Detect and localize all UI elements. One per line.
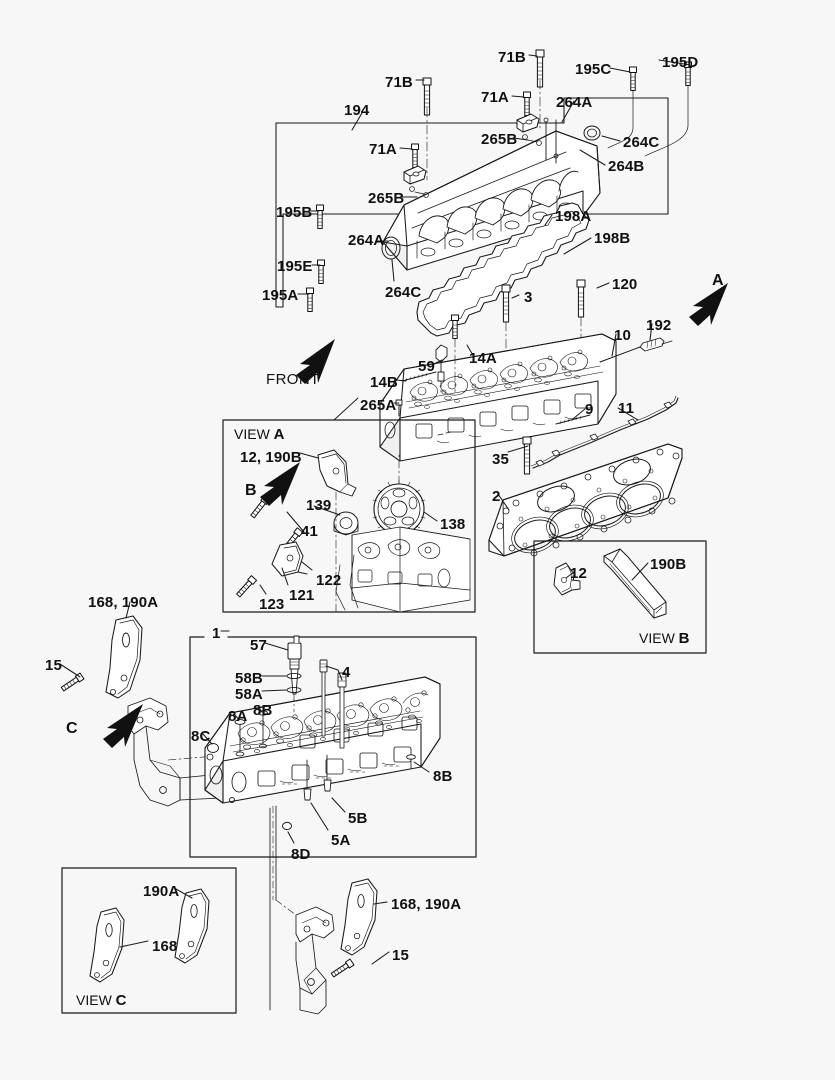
view-c-tag-label: VIEW <box>76 992 112 1008</box>
part-callout-265b[interactable]: 265B <box>368 190 405 207</box>
part-callout-71b[interactable]: 71B <box>498 49 526 66</box>
part-callout-168--190a[interactable]: 168, 190A <box>391 896 462 913</box>
part-callout-195a[interactable]: 195A <box>262 287 299 304</box>
part-callout-1[interactable]: 1 <box>212 625 221 642</box>
arrow-letter-a: A <box>712 272 724 289</box>
part-callout-120[interactable]: 120 <box>612 276 638 293</box>
part-callout-57[interactable]: 57 <box>250 637 267 654</box>
view-c-tag: VIEW C <box>76 992 127 1009</box>
part-callout-14a[interactable]: 14A <box>469 350 497 367</box>
part-callout-192[interactable]: 192 <box>646 317 672 334</box>
part-callout-71a[interactable]: 71A <box>481 89 509 106</box>
part-callout-198b[interactable]: 198B <box>594 230 631 247</box>
part-callout-195b[interactable]: 195B <box>276 204 313 221</box>
part-callout-59[interactable]: 59 <box>418 358 435 375</box>
part-callout-12--190b[interactable]: 12, 190B <box>240 449 302 466</box>
part-callout-10[interactable]: 10 <box>614 327 631 344</box>
part-callout-8b[interactable]: 8B <box>253 702 273 719</box>
part-callout-71a[interactable]: 71A <box>369 141 397 158</box>
part-callout-194[interactable]: 194 <box>344 102 370 119</box>
view-b-tag: VIEW B <box>639 630 690 647</box>
part-callout-195c[interactable]: 195C <box>575 61 612 78</box>
part-callout-139[interactable]: 139 <box>306 497 332 514</box>
part-callout-15[interactable]: 15 <box>45 657 62 674</box>
part-callout-264a[interactable]: 264A <box>348 232 385 249</box>
view-b-tag-label: VIEW <box>639 630 675 646</box>
view-b-tag-letter: B <box>678 630 690 647</box>
part-callout-9[interactable]: 9 <box>585 401 594 418</box>
part-callout-8b[interactable]: 8B <box>433 768 453 785</box>
part-callout-265a[interactable]: 265A <box>360 397 397 414</box>
arrow-letter-c: C <box>66 720 78 737</box>
part-callout-2[interactable]: 2 <box>492 488 501 505</box>
part-callout-58b[interactable]: 58B <box>235 670 263 687</box>
view-c-tag-letter: C <box>115 992 127 1009</box>
part-callout-15[interactable]: 15 <box>392 947 409 964</box>
part-callout-121[interactable]: 121 <box>289 587 315 604</box>
part-callout-5a[interactable]: 5A <box>331 832 351 849</box>
part-callout-12[interactable]: 12 <box>570 565 587 582</box>
part-callout-11[interactable]: 11 <box>618 400 635 417</box>
view-a-tag-label: VIEW <box>234 426 270 442</box>
part-callout-58a[interactable]: 58A <box>235 686 263 703</box>
part-callout-3[interactable]: 3 <box>524 289 533 306</box>
part-callout-168--190a[interactable]: 168, 190A <box>88 594 159 611</box>
part-callout-4[interactable]: 4 <box>342 664 351 681</box>
part-callout-8a[interactable]: 8A <box>228 708 248 725</box>
part-callout-264b[interactable]: 264B <box>608 158 645 175</box>
part-callout-41[interactable]: 41 <box>301 523 318 540</box>
part-callout-190a[interactable]: 190A <box>143 883 180 900</box>
part-callout-14b[interactable]: 14B <box>370 374 398 391</box>
part-callout-5b[interactable]: 5B <box>348 810 368 827</box>
part-callout-138[interactable]: 138 <box>440 516 466 533</box>
part-callout-8c[interactable]: 8C <box>191 728 211 745</box>
part-callout-35[interactable]: 35 <box>492 451 509 468</box>
part-callout-71b[interactable]: 71B <box>385 74 413 91</box>
part-callout-265b[interactable]: 265B <box>481 131 518 148</box>
part-callout-198a[interactable]: 198A <box>555 208 592 225</box>
front-direction-label: FRONT <box>266 371 320 388</box>
part-callout-190b[interactable]: 190B <box>650 556 687 573</box>
part-callout-264a[interactable]: 264A <box>556 94 593 111</box>
arrow-letter-b: B <box>245 482 257 499</box>
part-callout-195d[interactable]: 195D <box>662 54 699 71</box>
view-a-tag-letter: A <box>273 426 285 443</box>
view-a-tag: VIEW A <box>234 426 285 443</box>
part-callout-264c[interactable]: 264C <box>385 284 422 301</box>
part-callout-195e[interactable]: 195E <box>277 258 313 275</box>
part-callout-123[interactable]: 123 <box>259 596 285 613</box>
part-callout-8d[interactable]: 8D <box>291 846 311 863</box>
part-callout-168[interactable]: 168 <box>152 938 178 955</box>
part-callout-122[interactable]: 122 <box>316 572 342 589</box>
part-callout-264c[interactable]: 264C <box>623 134 660 151</box>
